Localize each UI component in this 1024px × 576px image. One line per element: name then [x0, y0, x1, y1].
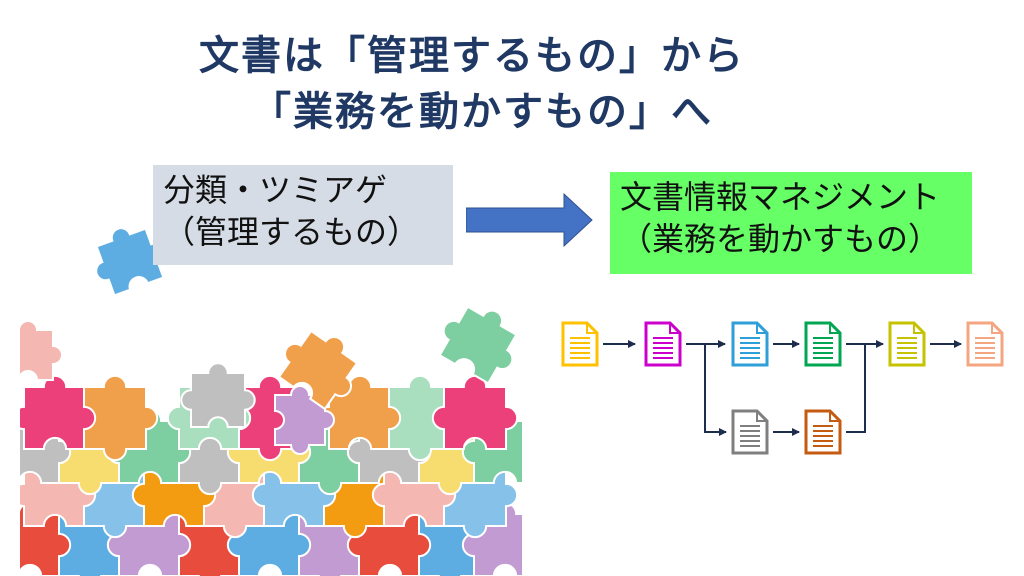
- document-icon: [888, 321, 926, 367]
- document-flow-diagram: [561, 321, 1004, 455]
- document-icon: [966, 321, 1004, 367]
- document-icon: [731, 321, 769, 367]
- right-arrow-shape: [466, 192, 593, 248]
- floating-puzzle-piece: [277, 329, 359, 411]
- management-box: 分類・ツミアゲ （管理するもの）: [153, 165, 453, 265]
- puzzle-edge-mask: [0, 300, 20, 576]
- document-icon: [804, 409, 842, 455]
- puzzle-edge-mask: [522, 300, 540, 576]
- slide-title-line-1: 文書は「管理するもの」から: [199, 33, 745, 79]
- flow-documents: [561, 321, 1004, 455]
- puzzle-piece: [180, 362, 256, 428]
- document-management-box-line-2: （業務を動かすもの）: [620, 220, 941, 258]
- slide-title-line-2: 「業務を動かすもの」へ: [251, 89, 713, 135]
- floating-puzzle-piece: [438, 305, 518, 385]
- floating-puzzle-piece: [95, 227, 165, 297]
- management-box-line-2: （管理するもの）: [163, 213, 420, 251]
- document-management-box: 文書情報マネジメント （業務を動かすもの）: [610, 172, 972, 274]
- puzzle-piece: [431, 374, 519, 450]
- flow-arrow: [704, 344, 727, 436]
- flow-arrow: [846, 344, 866, 433]
- document-icon: [804, 321, 842, 367]
- flow-connectors: [603, 340, 962, 436]
- puzzle-illustration: [0, 227, 540, 576]
- puzzle-piece: [83, 374, 159, 462]
- document-icon: [644, 321, 682, 367]
- management-box-line-1: 分類・ツミアゲ: [163, 171, 388, 209]
- document-icon: [561, 321, 599, 367]
- right-arrow-icon: [466, 192, 593, 248]
- document-icon: [731, 409, 769, 455]
- document-management-box-line-1: 文書情報マネジメント: [620, 178, 941, 216]
